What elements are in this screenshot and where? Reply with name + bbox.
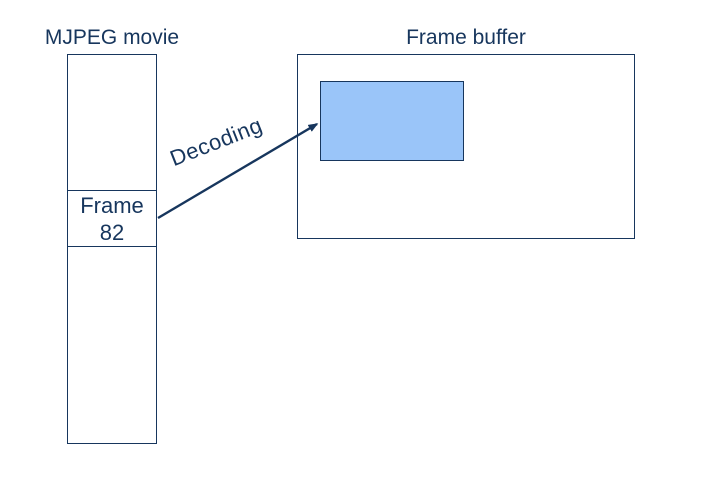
decoded-frame-rect <box>320 81 464 161</box>
frame-buffer-title: Frame buffer <box>406 26 526 49</box>
mjpeg-movie-title: MJPEG movie <box>44 26 180 49</box>
frame-label-line2: 82 <box>99 219 125 245</box>
frame-label-line1: Frame <box>80 192 144 218</box>
movie-segment-top <box>68 55 156 190</box>
movie-segment-frame-82: Frame 82 <box>68 190 156 247</box>
decoding-label: Decoding <box>166 112 266 172</box>
frame-buffer-box <box>297 54 635 239</box>
mjpeg-movie-strip: Frame 82 <box>67 54 157 444</box>
movie-segment-bottom <box>68 247 156 443</box>
